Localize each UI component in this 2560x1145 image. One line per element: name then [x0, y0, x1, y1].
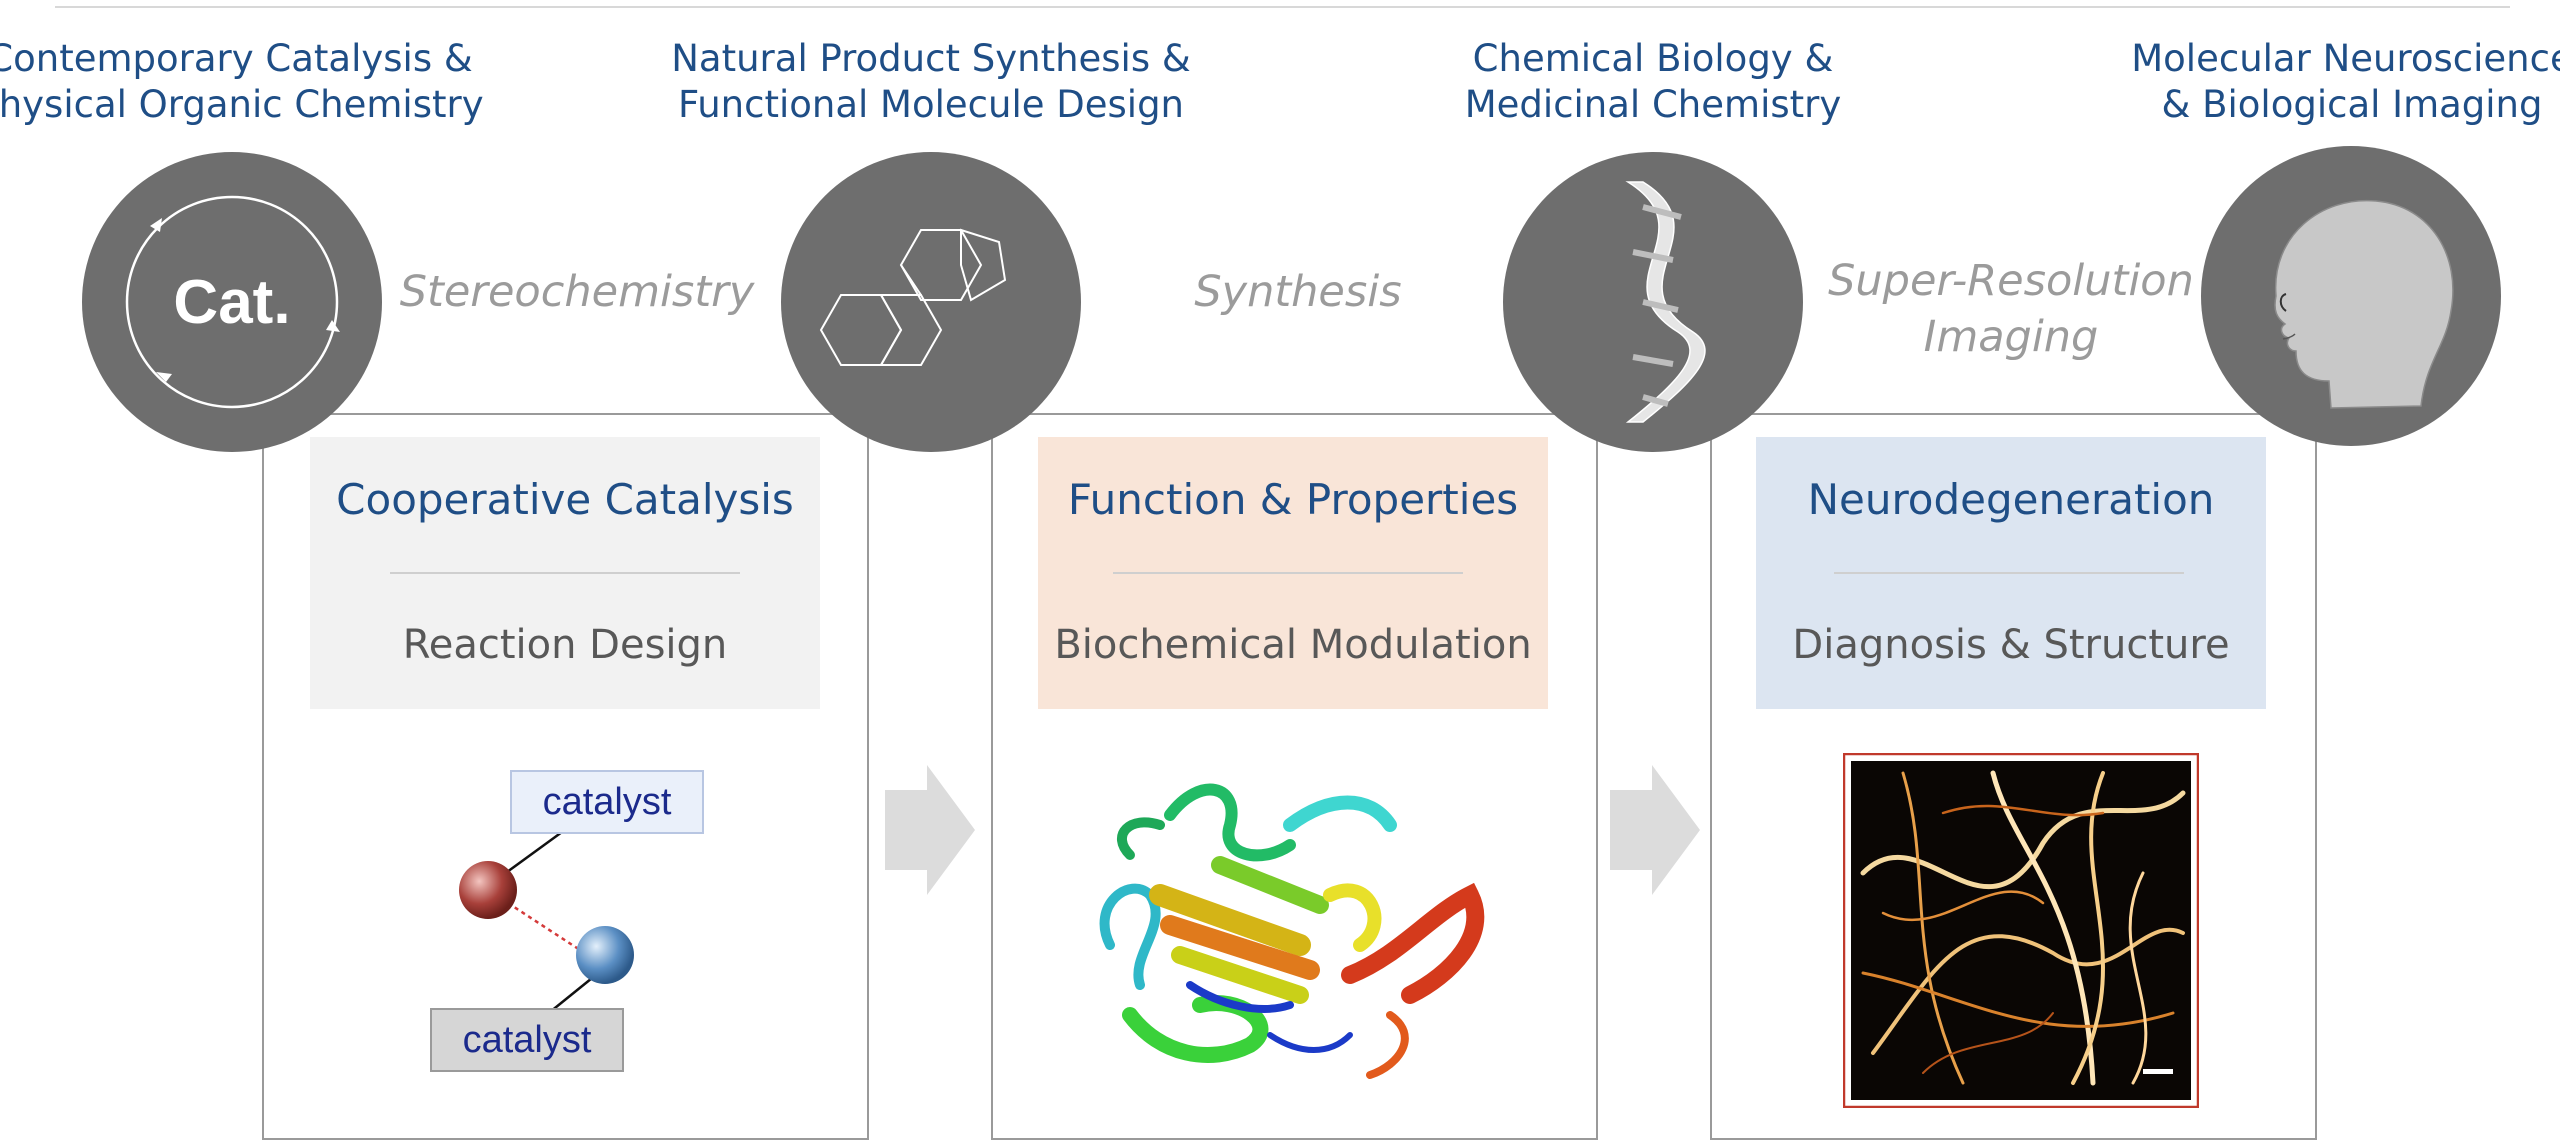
heading-line: Medicinal Chemistry	[1464, 83, 1842, 126]
panel-divider	[1834, 572, 2184, 574]
panel-title: Neurodegeneration	[1807, 475, 2215, 524]
theme-line: Imaging	[1923, 312, 2099, 362]
protein-structure-image	[1099, 783, 1485, 1079]
heading-line: & Biological Imaging	[2161, 83, 2543, 126]
theme-line: Synthesis	[1194, 267, 1402, 317]
catalyst-label-top: catalyst	[510, 770, 704, 834]
heading-line: Functional Molecule Design	[677, 83, 1185, 126]
panel-subtitle: Diagnosis & Structure	[1792, 622, 2230, 668]
panel-cooperative-catalysis: Cooperative Catalysis Reaction Design	[310, 437, 820, 709]
panel-neurodegeneration: Neurodegeneration Diagnosis & Structure	[1756, 437, 2266, 709]
panel-title: Cooperative Catalysis	[336, 475, 794, 524]
heading-line: Contemporary Catalysis &	[0, 37, 473, 80]
heading-line: Molecular Neuroscience	[2131, 37, 2560, 80]
steroid-ring-icon	[781, 152, 1081, 452]
flow-arrow-1	[885, 765, 975, 895]
theme-super-resolution: Super-Resolution Imaging	[1791, 253, 2231, 365]
dna-helix-icon	[1503, 152, 1803, 452]
panel-divider	[1113, 572, 1463, 574]
theme-stereochemistry: Stereochemistry	[357, 264, 797, 320]
panel-subtitle: Biochemical Modulation	[1054, 622, 1532, 668]
catalysis-label: Cat.	[173, 267, 291, 337]
heading-chemical-biology: Chemical Biology & Medicinal Chemistry	[1393, 36, 1913, 128]
red-sphere	[459, 861, 517, 919]
theme-line: Super-Resolution	[1828, 256, 2194, 306]
theme-line: Stereochemistry	[399, 267, 755, 317]
heading-synthesis: Natural Product Synthesis & Functional M…	[671, 36, 1191, 128]
catalyst-label-bottom: catalyst	[430, 1008, 624, 1072]
theme-synthesis: Synthesis	[1078, 264, 1518, 320]
panel-function-properties: Function & Properties Biochemical Modula…	[1038, 437, 1548, 709]
panel-divider	[390, 572, 740, 574]
heading-line: Chemical Biology &	[1472, 37, 1834, 80]
panel-subtitle: Reaction Design	[402, 622, 728, 668]
head-profile-icon	[2201, 146, 2501, 446]
flow-arrow-2	[1610, 765, 1700, 895]
cooperative-catalysis-figure	[459, 830, 634, 1013]
super-resolution-image	[1843, 753, 2199, 1108]
blue-sphere	[576, 926, 634, 984]
heading-catalysis: Contemporary Catalysis & Physical Organi…	[0, 36, 490, 128]
top-divider	[55, 6, 2510, 8]
heading-line: Physical Organic Chemistry	[0, 83, 484, 126]
heading-neuroscience: Molecular Neuroscience & Biological Imag…	[2092, 36, 2560, 128]
scale-bar	[2143, 1069, 2173, 1074]
panel-title: Function & Properties	[1067, 475, 1519, 524]
heading-line: Natural Product Synthesis &	[671, 37, 1191, 80]
catalysis-cycle-icon: Cat.	[82, 152, 382, 452]
